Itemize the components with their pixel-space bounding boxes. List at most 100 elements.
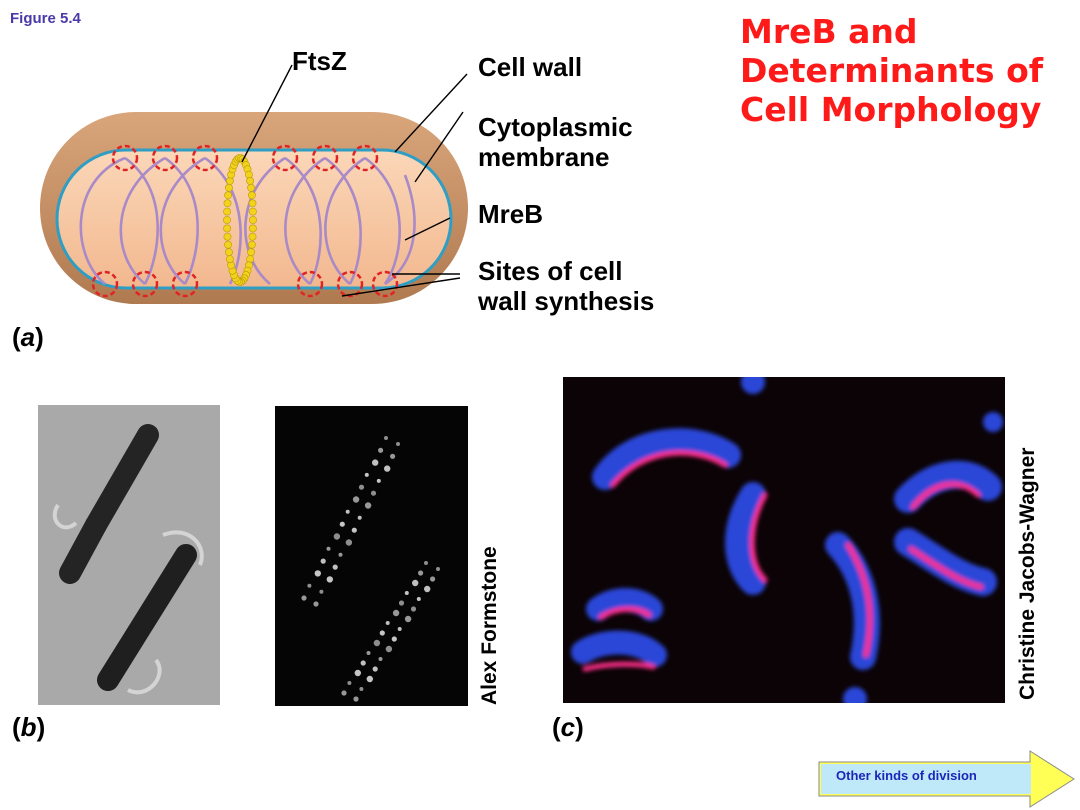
credit-jacobs-wagner: Christine Jacobs-Wagner <box>1016 447 1039 700</box>
label-membrane-line-2: membrane <box>478 142 610 172</box>
synthesis-site <box>191 144 219 172</box>
next-slide-button[interactable]: Other kinds of division <box>818 750 1076 808</box>
ftsz-bead <box>223 207 231 216</box>
crescent-mark <box>908 546 984 590</box>
mreb-fluorescent-spots <box>301 436 440 702</box>
panel-label-c: (c) <box>552 712 584 742</box>
ftsz-bead <box>247 240 256 249</box>
fluorescent-spot <box>412 579 419 587</box>
mreb-loop <box>159 156 206 286</box>
fluorescent-spot <box>366 651 371 655</box>
ftsz-bead <box>247 183 255 192</box>
leader-cell-wall <box>394 73 468 153</box>
ftsz-ring <box>223 154 257 286</box>
fluorescent-spot <box>376 478 381 483</box>
synthesis-site <box>271 144 299 172</box>
synthesis-site <box>296 270 324 298</box>
fluorescent-spot <box>410 606 417 612</box>
crescent-mark <box>582 661 656 672</box>
fluorescent-spot <box>338 552 343 557</box>
fluorescent-spot <box>319 589 324 594</box>
crescent-mark <box>749 492 768 583</box>
fluorescent-spot <box>372 666 378 672</box>
ftsz-bead <box>246 176 254 185</box>
rod-cell <box>85 424 159 536</box>
leader-membrane <box>414 111 464 183</box>
phase-contrast-micrograph <box>38 405 220 705</box>
synthesis-site <box>311 144 339 172</box>
label-cytoplasmic-membrane: Cytoplasmic membrane <box>478 112 633 172</box>
panel-label-b: (b) <box>12 712 46 742</box>
label-synthesis-sites: Sites of cell wall synthesis <box>478 256 654 316</box>
crescent-mark <box>910 481 981 510</box>
slide-title: MreB and Determinants of Cell Morphology <box>740 12 1043 129</box>
fluorescent-spot <box>424 585 431 593</box>
halo <box>127 658 162 695</box>
cell-diagram <box>40 64 468 304</box>
synthesis-sites <box>91 144 399 298</box>
ftsz-bead <box>225 255 234 263</box>
mreb-loop <box>119 156 166 286</box>
ftsz-bead <box>248 224 257 233</box>
leader-sites-2 <box>341 277 461 297</box>
crescent-cell <box>825 532 880 670</box>
fluorescent-spot <box>326 546 331 551</box>
partial-cell <box>741 377 765 394</box>
halo <box>52 503 78 530</box>
ftsz-bead <box>224 240 232 249</box>
ftsz-bead <box>223 224 231 233</box>
mreb-loop <box>364 156 401 285</box>
fluorescent-spot <box>354 669 361 677</box>
crescent-mark <box>610 450 728 488</box>
fluorescent-spot <box>326 576 333 583</box>
fluorescent-spot <box>364 502 372 509</box>
ftsz-bead <box>248 207 257 216</box>
ftsz-bead <box>223 216 231 224</box>
ftsz-bead <box>224 183 233 192</box>
fluorescent-spot <box>385 645 393 653</box>
fluorescent-spot <box>370 490 377 496</box>
fluorescent-spot <box>424 561 428 565</box>
fluorescent-spot <box>333 533 341 540</box>
next-slide-label: Other kinds of division <box>836 768 977 783</box>
fluorescent-spot <box>366 675 373 683</box>
synthesis-site <box>151 144 179 172</box>
leader-ftsz <box>241 64 293 163</box>
ftsz-bead <box>223 199 232 208</box>
synthesis-site <box>371 270 399 298</box>
label-ftsz: FtsZ <box>292 46 347 76</box>
ftsz-bead <box>224 248 233 257</box>
mreb-loop <box>324 156 366 286</box>
fluorescent-spot <box>358 484 365 490</box>
fluorescent-spot <box>352 496 360 503</box>
fluorescent-spot <box>379 630 385 636</box>
ftsz-bead <box>248 232 257 241</box>
fluorescent-spot <box>430 576 436 582</box>
fluorescence-micrograph <box>275 406 468 706</box>
fluorescent-spot <box>314 570 321 577</box>
leader-mreb <box>404 217 451 241</box>
synthesis-site <box>171 270 199 298</box>
panel-label-a: (a) <box>12 322 44 352</box>
label-mreb: MreB <box>478 199 544 229</box>
synthesis-site <box>336 270 364 298</box>
synthesis-site <box>351 144 379 172</box>
fluorescent-spot <box>372 459 379 466</box>
crescent-mark <box>845 542 873 658</box>
ftsz-bead <box>247 191 256 200</box>
fluorescent-spot <box>396 442 400 446</box>
crescent-cell <box>571 630 667 667</box>
fluorescent-spot <box>404 615 412 623</box>
fluorescent-spot <box>313 601 319 607</box>
rod-cell <box>59 514 107 584</box>
crescent-cell <box>894 528 997 596</box>
crescent-cell <box>894 460 1002 513</box>
title-line-3: Cell Morphology <box>740 90 1042 129</box>
ftsz-bead <box>247 248 255 257</box>
ftsz-bead <box>248 199 257 208</box>
crescent-cell <box>586 588 663 621</box>
fluorescent-spot <box>373 639 381 647</box>
fluorescent-spot <box>351 527 357 533</box>
mreb-loop <box>244 156 286 286</box>
cytoplasmic-membrane-shape <box>55 148 453 290</box>
